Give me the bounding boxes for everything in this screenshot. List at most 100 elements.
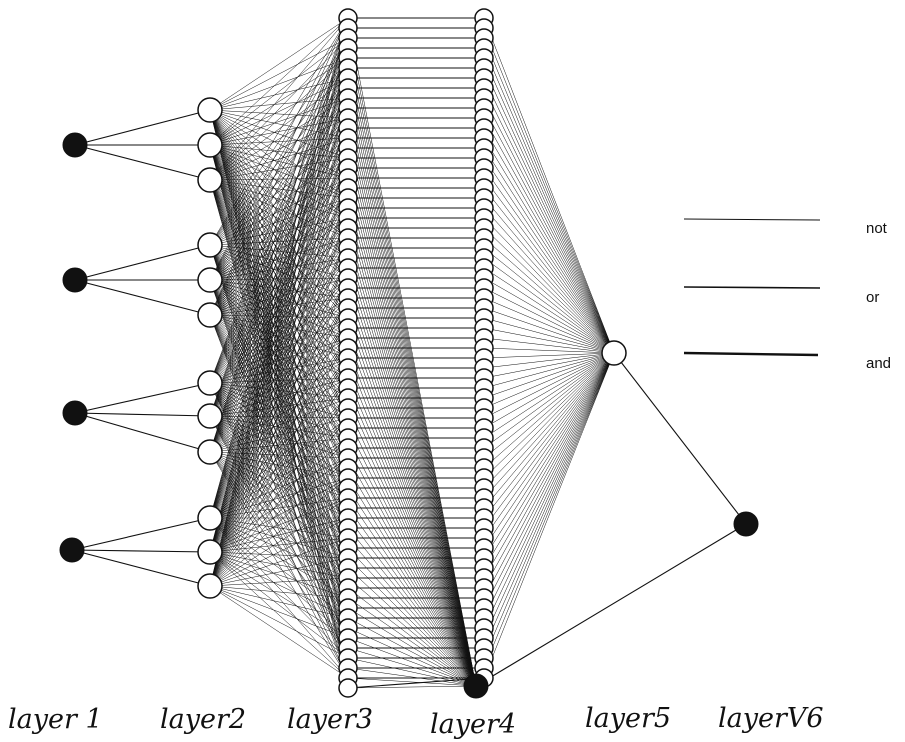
edge-l2-l3 — [209, 377, 349, 587]
edge-l2-l3 — [209, 177, 349, 519]
edge-l2-l3 — [209, 297, 349, 553]
edge-l2-l3 — [209, 77, 349, 246]
edge-l2-l3 — [209, 97, 349, 587]
edge-l4-l5 — [483, 352, 615, 369]
edge-l2-l3 — [209, 382, 349, 639]
edge-l2-l3 — [209, 109, 349, 659]
edge-l3-l4-bottom — [347, 37, 477, 687]
edge-l2-l3 — [209, 109, 349, 479]
edge-l2-l3 — [209, 357, 349, 553]
edge-l4-l5 — [483, 87, 615, 354]
edge-l2-l3 — [209, 279, 349, 419]
legend-line-and — [683, 351, 819, 357]
layer-1-node — [62, 400, 88, 426]
edge-l4-l5 — [483, 157, 615, 354]
edge-l3-l4-bottom — [347, 657, 477, 687]
edge-l4-l5 — [483, 237, 615, 354]
legend-line-or — [683, 286, 821, 289]
legend-label-and: and — [866, 355, 891, 372]
edge-l3-l4-bottom — [347, 557, 477, 687]
edge-l4-l5 — [483, 227, 615, 354]
edge-l3-l4-bottom — [347, 47, 477, 687]
edge-l4-l5 — [483, 352, 615, 509]
edge-l2-l3 — [209, 197, 349, 281]
edge-l3-l4-bottom — [347, 137, 477, 687]
edge-l2-l3 — [209, 279, 349, 639]
edge-l4-l5 — [483, 337, 615, 354]
edge-l3-l4-bottom — [347, 227, 477, 687]
edge-l2-l3 — [209, 57, 349, 246]
edge-l2-l3 — [209, 497, 349, 587]
layer-2-node — [197, 97, 223, 123]
edge-l3-l4-bottom — [347, 267, 477, 687]
edge-l2-l3 — [209, 157, 349, 519]
edge-l3-l4-bottom — [347, 427, 477, 687]
edge-l3-l4-bottom — [347, 247, 477, 687]
edge-l3-l4-bottom — [347, 177, 477, 687]
edge-l2-l3 — [209, 109, 349, 619]
edge-l3-l4-bottom — [347, 17, 477, 687]
edge-l2-l3 — [209, 257, 349, 587]
edge-l2-l3 — [209, 109, 349, 199]
edge-l1-l2 — [71, 549, 211, 587]
edge-l2-l3 — [209, 117, 349, 246]
edge-l2-l3 — [209, 109, 349, 259]
edge-l2-l3 — [209, 382, 349, 679]
edge-l2-l3 — [209, 279, 349, 479]
layer-2-node — [197, 505, 223, 531]
edge-l3-l4-bottom — [347, 237, 477, 687]
edge-l4-l5 — [483, 352, 615, 459]
edge-l2-l3 — [209, 109, 349, 359]
layer-2-label: layer2 — [160, 704, 246, 735]
edge-l1-l2 — [74, 382, 211, 414]
edge-l2-l3 — [209, 585, 349, 639]
edge-l4-l5 — [483, 352, 615, 489]
edge-l3-l4-bottom — [347, 77, 477, 687]
edge-l2-l3 — [209, 297, 349, 587]
edge-l2-l3 — [209, 377, 349, 553]
edge-l3-l4-bottom — [347, 417, 477, 687]
edge-l2-l3 — [209, 477, 349, 587]
edge-l2-l3 — [209, 217, 349, 519]
edge-l3-l4-bottom — [347, 107, 477, 687]
edge-l2-l3 — [209, 437, 349, 587]
edge-l2-l3 — [209, 109, 349, 539]
edge-l2-l3 — [209, 279, 349, 299]
edge-l2-l3 — [209, 279, 349, 519]
legend-label-not: not — [866, 220, 888, 237]
edge-l2-l3 — [209, 77, 349, 553]
edge-l3-l4-bottom — [347, 497, 477, 687]
edge-l2-l3 — [209, 17, 349, 553]
edge-l2-l3 — [209, 497, 349, 553]
edge-l4-l5 — [483, 77, 615, 354]
edge-l2-l3 — [209, 57, 349, 111]
edge-l4-l5 — [483, 257, 615, 354]
edge-l2-l3 — [209, 537, 349, 587]
edge-l3-l4-bottom — [347, 57, 477, 687]
edge-l4-l5 — [483, 352, 615, 589]
edge-l2-l3 — [209, 109, 349, 419]
edge-l2-l3 — [209, 551, 349, 619]
edge-l4-l6 — [475, 523, 747, 687]
edge-l2-l3 — [209, 37, 349, 553]
layer-4-label: layer4 — [430, 709, 516, 740]
edge-l3-l4-bottom — [347, 667, 477, 687]
edge-l2-l3 — [209, 137, 349, 246]
edge-l2-l3 — [209, 109, 349, 459]
edge-l2-l3 — [209, 537, 349, 553]
edge-l2-l3 — [209, 217, 349, 587]
edge-l3-l4-bottom — [347, 317, 477, 687]
edge-l2-l3 — [209, 557, 349, 587]
edge-l2-l3 — [209, 577, 349, 587]
edge-l2-l3 — [209, 382, 349, 559]
edge-l2-l3 — [209, 257, 349, 281]
edge-l4-l5 — [483, 352, 615, 419]
edge-l2-l3 — [209, 77, 349, 519]
edge-l2-l3 — [209, 109, 349, 579]
edge-l2-l3 — [209, 585, 349, 619]
layer-1-node — [62, 267, 88, 293]
edge-l2-l3 — [209, 279, 349, 499]
edge-l2-l3 — [209, 382, 349, 519]
edge-l4-l5 — [483, 67, 615, 354]
edge-l3-l4-bottom — [347, 587, 477, 687]
